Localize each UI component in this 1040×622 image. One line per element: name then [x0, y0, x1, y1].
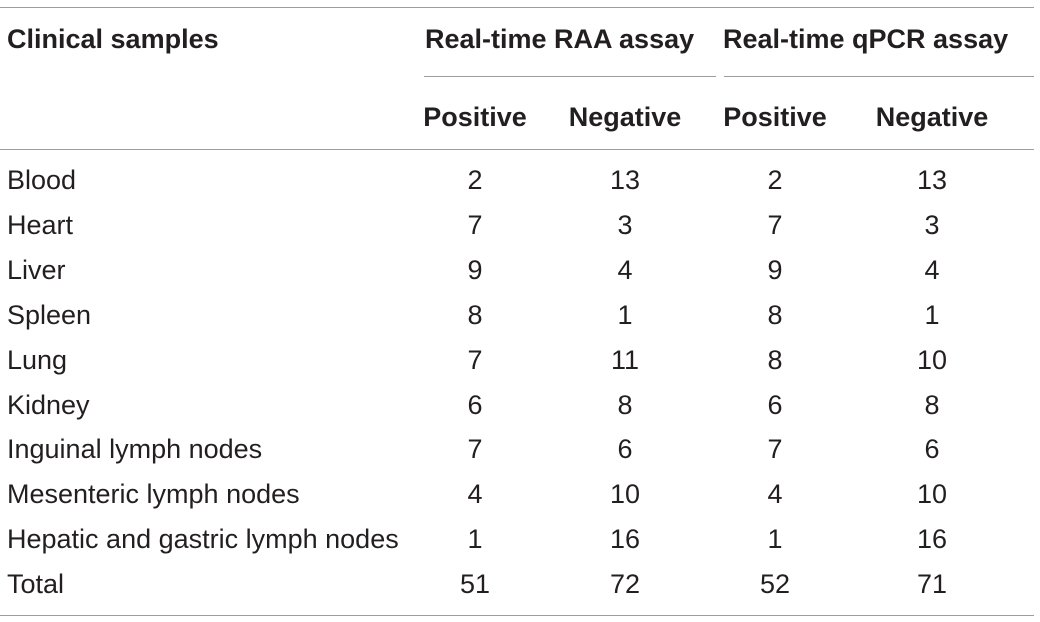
table-cell: 10	[916, 479, 948, 509]
bottom-rule	[0, 615, 1034, 616]
table-cell: 10	[916, 345, 948, 375]
table-cell: 3	[924, 210, 940, 240]
table-cell: 7	[467, 345, 483, 375]
table-cell: 13	[916, 165, 948, 195]
table-cell: 6	[467, 390, 483, 420]
table-cell: 2	[767, 165, 783, 195]
table-cell: 8	[767, 300, 783, 330]
table-cell: 8	[617, 390, 633, 420]
subheader-raa-positive: Positive	[423, 102, 527, 132]
group-header-qpcr: Real-time qPCR assay	[723, 24, 1009, 54]
table-cell: 8	[767, 345, 783, 375]
row-label: Hepatic and gastric lymph nodes	[7, 524, 399, 554]
subheader-raa-negative: Negative	[568, 102, 682, 132]
table-cell: 72	[609, 569, 641, 599]
table-cell: 4	[767, 479, 783, 509]
table-cell: 7	[467, 434, 483, 464]
group-rule-raa	[424, 76, 716, 77]
row-label-header: Clinical samples	[7, 24, 219, 54]
row-label: Spleen	[7, 300, 92, 330]
subheader-qpcr-negative: Negative	[875, 102, 989, 132]
table-cell: 4	[924, 255, 940, 285]
table-cell: 11	[610, 345, 640, 375]
table-cell: 51	[459, 569, 491, 599]
table-cell: 71	[916, 569, 948, 599]
table-cell: 10	[609, 479, 641, 509]
group-header-raa: Real-time RAA assay	[425, 24, 695, 54]
table-cell: 3	[617, 210, 633, 240]
table-cell: 52	[759, 569, 791, 599]
table-cell: 16	[609, 524, 641, 554]
group-rule-qpcr	[724, 76, 1034, 77]
row-label: Liver	[7, 255, 66, 285]
row-label: Heart	[7, 210, 74, 240]
table-cell: 8	[467, 300, 483, 330]
table-cell: 9	[767, 255, 783, 285]
table-cell: 8	[924, 390, 940, 420]
row-label: Blood	[7, 165, 77, 195]
table-cell: 1	[617, 300, 633, 330]
table-cell: 4	[467, 479, 483, 509]
top-rule	[0, 7, 1034, 8]
row-label: Total	[7, 569, 65, 599]
table-cell: 9	[467, 255, 483, 285]
table-cell: 4	[617, 255, 633, 285]
header-bottom-rule	[0, 149, 1034, 150]
table-cell: 2	[467, 165, 483, 195]
table-cell: 6	[767, 390, 783, 420]
row-label: Lung	[7, 345, 68, 375]
row-label: Kidney	[7, 390, 90, 420]
table-cell: 1	[767, 524, 783, 554]
table-cell: 16	[916, 524, 948, 554]
table-cell: 6	[617, 434, 633, 464]
table-cell: 7	[767, 210, 783, 240]
table-cell: 6	[924, 434, 940, 464]
table-cell: 1	[924, 300, 940, 330]
table-cell: 1	[467, 524, 483, 554]
subheader-qpcr-positive: Positive	[723, 102, 827, 132]
row-label: Inguinal lymph nodes	[7, 434, 263, 464]
table-cell: 13	[609, 165, 641, 195]
table-cell: 7	[467, 210, 483, 240]
row-label: Mesenteric lymph nodes	[7, 479, 300, 509]
table-cell: 7	[767, 434, 783, 464]
